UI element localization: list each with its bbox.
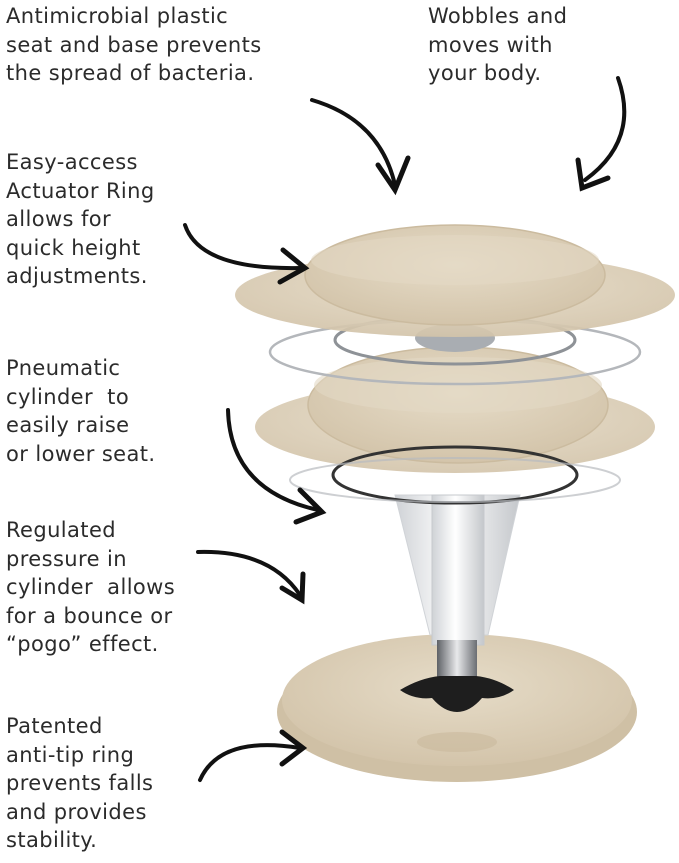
base-bracket [400, 676, 514, 712]
annotation-regulated: Regulated pressure in cylinder allows fo… [6, 516, 175, 659]
annotation-line: Wobbles and [428, 4, 568, 28]
annotation-pneumatic: Pneumatic cylinder to easily raise or lo… [6, 354, 155, 468]
annotation-line: “pogo” effect. [6, 632, 159, 656]
annotation-line: Regulated [6, 518, 116, 542]
curved-arrow-icon [310, 98, 411, 196]
annotation-line: Easy-access [6, 150, 138, 174]
annotation-line: Actuator Ring [6, 178, 155, 203]
annotation-line: or lower seat. [6, 441, 156, 466]
annotation-wobbles: Wobbles and moves with your body. [428, 2, 567, 88]
annotation-line: anti-tip ring [6, 742, 135, 767]
annotation-line: pressure in [6, 546, 127, 571]
curved-arrow-icon [226, 408, 327, 525]
annotation-line: your body. [428, 61, 542, 85]
annotation-antimicrobial: Antimicrobial plastic seat and base prev… [6, 2, 262, 88]
annotation-line: prevents falls [6, 771, 154, 795]
annotation-line: Pneumatic [6, 356, 121, 380]
annotation-line: moves with [428, 32, 553, 57]
annotation-line: easily raise [6, 413, 130, 437]
annotation-line: cylinder allows [6, 575, 176, 599]
curved-arrow-icon [183, 223, 310, 285]
annotation-line: seat and base prevents [6, 32, 262, 57]
annotation-line: Patented [6, 714, 103, 738]
pneumatic-cylinder [394, 494, 521, 678]
annotation-line: stability. [6, 828, 98, 852]
annotation-line: adjustments. [6, 264, 148, 288]
annotation-patented: Patented anti-tip ring prevents falls an… [6, 712, 153, 855]
seat-lower-layer [255, 346, 655, 473]
annotation-line: quick height [6, 235, 141, 260]
curved-arrow-icon [198, 729, 308, 782]
curved-arrow-icon [196, 549, 306, 605]
seat-top [235, 224, 675, 337]
annotation-actuator: Easy-access Actuator Ring allows for qui… [6, 148, 155, 291]
annotation-line: cylinder to [6, 384, 130, 409]
annotation-line: and provides [6, 799, 147, 824]
annotation-line: for a bounce or [6, 603, 173, 628]
annotation-line: Antimicrobial plastic [6, 4, 229, 28]
annotation-line: the spread of bacteria. [6, 61, 255, 85]
curved-arrow-icon [575, 76, 627, 192]
annotation-line: allows for [6, 207, 112, 231]
